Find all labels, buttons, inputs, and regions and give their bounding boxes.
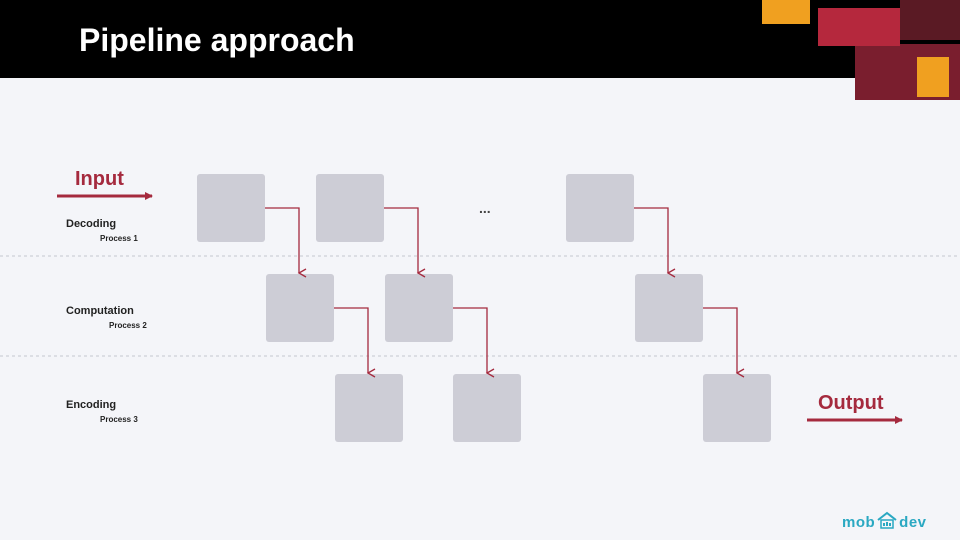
connector-c1-e1 [334, 307, 376, 378]
block-decoding-3 [566, 174, 634, 242]
connector-c2-e2 [453, 307, 495, 378]
logo-text-right: dev [899, 513, 927, 531]
lane-label-computation: Computation [66, 305, 134, 317]
slide-title: Pipeline approach [79, 22, 355, 58]
corner-square-dark-top [900, 0, 960, 40]
mobidev-logo: mob dev [842, 511, 927, 533]
connector-d3-c3 [634, 207, 676, 278]
lane-process-3: Process 3 [100, 415, 138, 424]
lane-process-2: Process 2 [109, 321, 147, 330]
connector-d2-c2 [384, 207, 426, 278]
connector-d1-c1 [265, 207, 307, 278]
lane-label-decoding: Decoding [66, 218, 117, 230]
lane-label-encoding: Encoding [66, 399, 117, 411]
block-computation-3 [635, 274, 703, 342]
corner-square-orange-right [917, 57, 949, 97]
corner-square-crimson [818, 8, 900, 46]
block-encoding-2 [453, 374, 521, 442]
input-label: Input [75, 168, 124, 190]
corner-square-orange-top [762, 0, 810, 24]
house-icon [876, 511, 898, 533]
ellipsis: ... [479, 200, 491, 216]
block-computation-1 [266, 274, 334, 342]
lane-process-1: Process 1 [100, 234, 138, 243]
block-encoding-3 [703, 374, 771, 442]
block-decoding-1 [197, 174, 265, 242]
connector-c3-e3 [703, 307, 745, 378]
logo-text-left: mob [842, 513, 876, 531]
block-decoding-2 [316, 174, 384, 242]
block-encoding-1 [335, 374, 403, 442]
block-computation-2 [385, 274, 453, 342]
output-label: Output [818, 392, 884, 414]
